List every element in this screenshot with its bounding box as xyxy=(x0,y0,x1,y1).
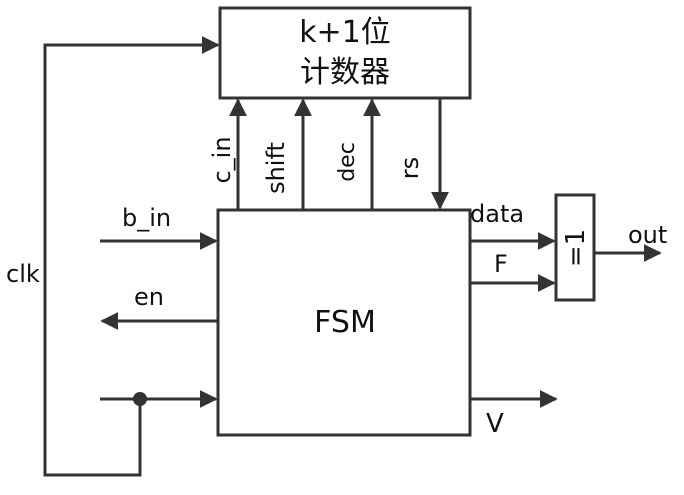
counter-label-line1: k+1位 xyxy=(299,15,391,50)
en-label: en xyxy=(134,283,164,311)
f-label: F xyxy=(494,250,508,278)
out-label: out xyxy=(628,221,667,249)
clk-wire xyxy=(45,45,218,475)
counter-label-line2: 计数器 xyxy=(300,55,390,90)
c-in-label: c_in xyxy=(208,136,236,183)
b-in-label: b_in xyxy=(122,204,171,232)
rs-label: rs xyxy=(396,157,424,179)
v-label: V xyxy=(486,409,504,439)
clk-junction-dot xyxy=(133,392,147,406)
xor-gate-label: =1 xyxy=(561,229,591,267)
clk-label: clk xyxy=(6,260,40,288)
fsm-label: FSM xyxy=(314,305,376,340)
dec-label: dec xyxy=(335,142,360,182)
data-label: data xyxy=(470,200,524,228)
shift-label: shift xyxy=(262,142,290,194)
